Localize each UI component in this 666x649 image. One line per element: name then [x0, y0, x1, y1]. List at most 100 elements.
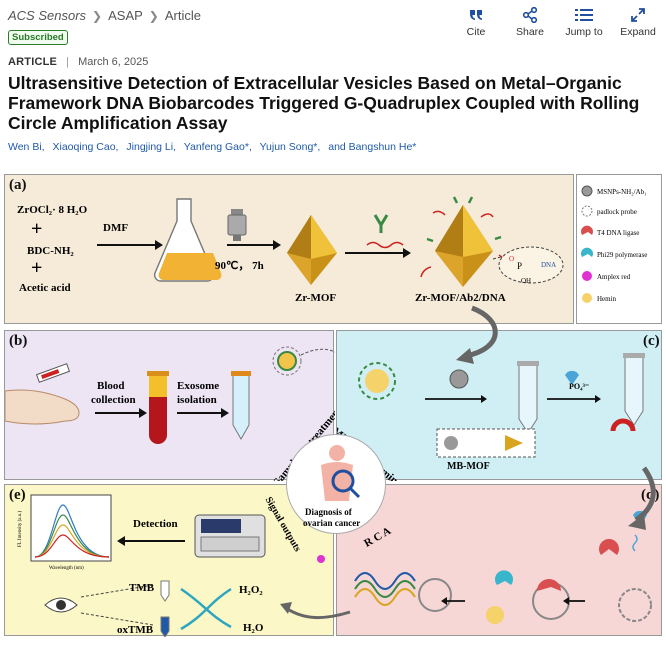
plus-icon: + [31, 257, 42, 279]
flask-icon [153, 198, 222, 282]
expand-button[interactable]: Expand [618, 6, 658, 38]
reaction-arrows [180, 587, 232, 631]
oxtmb-tube-icon [160, 616, 170, 637]
jump-to-button[interactable]: Jump to [564, 6, 604, 38]
panel-b-label: (b) [9, 333, 28, 349]
quote-icon [469, 6, 483, 24]
amplex-red-icon [582, 271, 592, 281]
conjugate-label: Zr-MOF/Ab2/DNA [415, 292, 506, 304]
plus-icon: + [31, 218, 42, 240]
eye-icon [44, 597, 78, 613]
plot-xlabel: Wavelength (nm) [49, 566, 84, 571]
breadcrumb-section[interactable]: Article [164, 8, 201, 23]
share-icon [522, 6, 538, 24]
panel-b-drawing: Blood collection Exosome isolation Sampl… [5, 346, 335, 481]
top-bar: ACS Sensors ❯ ASAP ❯ Article Subscribed … [8, 4, 658, 46]
panel-c: (c) MB-MOF forming MB-MOF PO₄³⁻ [336, 330, 662, 481]
legend-item: Phi29 polymerase [597, 251, 647, 259]
tmb-label: TMB [129, 582, 155, 594]
expand-label: Expand [620, 26, 656, 38]
dna-strand-icon [366, 241, 404, 249]
jump-to-label: Jump to [565, 26, 603, 38]
condition-label: 90℃， 7h [215, 260, 264, 272]
legend-item: MSNPs-NH₂/Ab₁ [597, 188, 647, 196]
magnet-icon [610, 418, 636, 432]
exosome-zoom [272, 346, 302, 376]
zr-mof-label: Zr-MOF [295, 292, 336, 304]
author-link[interactable]: Yujun Song*, [259, 141, 321, 153]
article-meta: ARTICLE | March 6, 2025 [8, 56, 148, 68]
conjugate-octahedron [420, 196, 510, 287]
mb-tube-icon [517, 361, 539, 434]
graphical-abstract: (a) ZrOCl₂· 8 H₂O + BDC-NH₂ + Acetic aci… [4, 170, 662, 638]
author-link[interactable]: Wen Bi, [8, 141, 45, 153]
ligase-icon [581, 225, 593, 235]
exosome-tube-icon [231, 371, 251, 441]
legend-item: Amplex red [597, 273, 631, 281]
blood-collection-label: Blood [97, 380, 125, 392]
detection-label: Detection [133, 518, 178, 530]
panel-e: (e) FL Intensity (a.u.) Wavelength (nm) … [4, 484, 334, 637]
oxtmb-label: oxTMB [117, 624, 154, 636]
meta-divider: | [66, 56, 69, 68]
polymerase-icon [495, 570, 513, 585]
share-button[interactable]: Share [510, 6, 550, 38]
solvent-label: DMF [103, 222, 128, 234]
exosome-icon [277, 351, 297, 371]
arm-icon [5, 389, 80, 425]
cite-button[interactable]: Cite [456, 6, 496, 38]
reagent-acetic-acid: Acetic acid [19, 282, 71, 294]
phosphate-reagent-label: PO₄³⁻ [569, 382, 589, 391]
svg-text:ovarian cancer: ovarian cancer [303, 518, 360, 528]
panel-c-label: (c) [643, 333, 660, 349]
article-type: ARTICLE [8, 56, 58, 68]
rca-product-icon [354, 572, 452, 612]
diagnosis-circle: Diagnosis of ovarian cancer [286, 434, 386, 534]
reagent-bdc: BDC-NH₂ [27, 245, 74, 257]
svg-text:isolation: isolation [177, 394, 217, 406]
h2o2-label: H₂O₂ [239, 584, 263, 596]
polymerase-icon [581, 247, 593, 257]
author-link[interactable]: Jingjing Li, [126, 141, 177, 153]
diagnosis-label: Diagnosis of [305, 507, 353, 517]
panel-d-drawing: R C A [354, 510, 652, 624]
fluorometer-icon [194, 514, 266, 558]
hemin-icon [582, 293, 592, 303]
exosome-isolation-label: Exosome [177, 380, 219, 392]
panel-a-label: (a) [9, 177, 27, 193]
subscribed-badge: Subscribed [8, 30, 68, 45]
svg-text:collection: collection [91, 394, 136, 406]
panel-e-label: (e) [9, 487, 26, 503]
expand-icon [631, 6, 645, 24]
tmb-tube-icon [160, 580, 170, 602]
author-link[interactable]: Yanfeng Gao*, [183, 141, 252, 153]
list-icon [575, 6, 593, 24]
author-link[interactable]: Xiaoqing Cao, [52, 141, 119, 153]
svg-text:P: P [517, 261, 522, 271]
ligase-icon [599, 539, 619, 555]
breadcrumb-issue[interactable]: ASAP [108, 8, 143, 23]
legend-item: padlock probe [597, 208, 637, 216]
plot-ylabel: FL Intensity (a.u.) [18, 510, 23, 547]
dna-tag: DNA [541, 261, 556, 269]
panel-a: (a) ZrOCl₂· 8 H₂O + BDC-NH₂ + Acetic aci… [4, 174, 574, 324]
chevron-right-icon: ❯ [92, 8, 103, 23]
ligated-circle-icon [532, 579, 570, 620]
publish-date: March 6, 2025 [78, 56, 149, 68]
author-list: Wen Bi, Xiaoqing Cao, Jingjing Li, Yanfe… [8, 141, 421, 153]
msnp-icon [581, 185, 593, 197]
panel-d: (d) R C A [336, 484, 662, 636]
mb-exosome-icon [358, 362, 396, 400]
figure-legend: MSNPs-NH₂/Ab₁ padlock probe T4 DNA ligas… [576, 174, 662, 324]
padlock-probe-icon [581, 205, 593, 217]
amplex-red-dot [317, 555, 325, 563]
antibody-icon [373, 214, 389, 233]
author-link[interactable]: and Bangshun He* [328, 141, 417, 153]
legend-item: Hemin [597, 295, 617, 303]
article-title: Ultrasensitive Detection of Extracellula… [8, 73, 640, 133]
breadcrumb-journal[interactable]: ACS Sensors [8, 8, 87, 23]
breadcrumb: ACS Sensors ❯ ASAP ❯ Article [8, 8, 201, 23]
droplet-icon [565, 370, 579, 385]
h2o-label: H₂O [243, 622, 264, 634]
padlock-probe-icon [618, 588, 652, 622]
